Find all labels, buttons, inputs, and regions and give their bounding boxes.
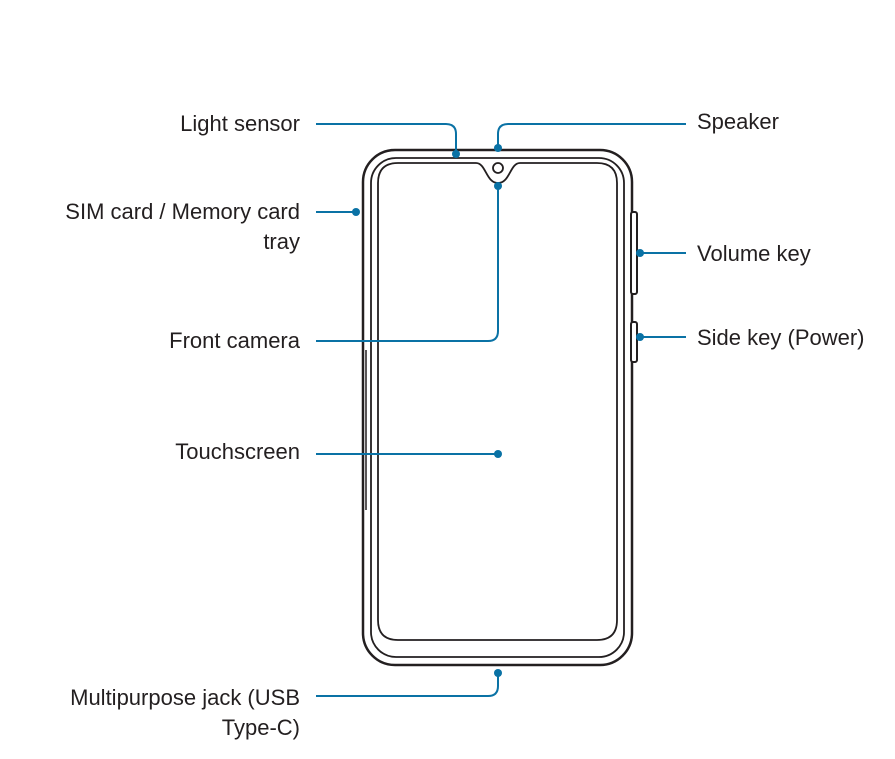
label-light-sensor: Light sensor <box>180 111 300 136</box>
dot-front-camera <box>494 182 502 190</box>
callout-light-sensor-line <box>316 123 457 152</box>
label-sim-tray-line1: SIM card / Memory card <box>65 199 300 224</box>
dot-light-sensor <box>452 150 460 158</box>
callout-lines <box>316 123 686 697</box>
label-sim-tray-line2: tray <box>263 229 300 254</box>
phone-inner-frame <box>370 157 625 658</box>
label-multipurpose-line1: Multipurpose jack (USB <box>70 685 300 710</box>
phone-outline <box>361 148 638 667</box>
callout-multipurpose-line <box>316 673 499 697</box>
dot-speaker <box>494 144 502 152</box>
label-touchscreen: Touchscreen <box>175 439 300 464</box>
dot-touchscreen <box>494 450 502 458</box>
label-front-camera: Front camera <box>169 328 300 353</box>
label-side-key: Side key (Power) <box>697 325 865 350</box>
callout-dots <box>352 144 644 677</box>
side-key-shape <box>630 321 638 363</box>
callout-speaker-line <box>497 123 686 148</box>
label-multipurpose-line2: Type-C) <box>221 715 300 740</box>
label-volume-key: Volume key <box>697 241 811 266</box>
label-speaker: Speaker <box>697 109 779 134</box>
dot-volume-key <box>636 249 644 257</box>
dot-multipurpose <box>494 669 502 677</box>
callout-front-camera-line <box>316 186 499 342</box>
dot-sim-tray <box>352 208 360 216</box>
front-camera-lens <box>492 162 504 174</box>
dot-side-key <box>636 333 644 341</box>
